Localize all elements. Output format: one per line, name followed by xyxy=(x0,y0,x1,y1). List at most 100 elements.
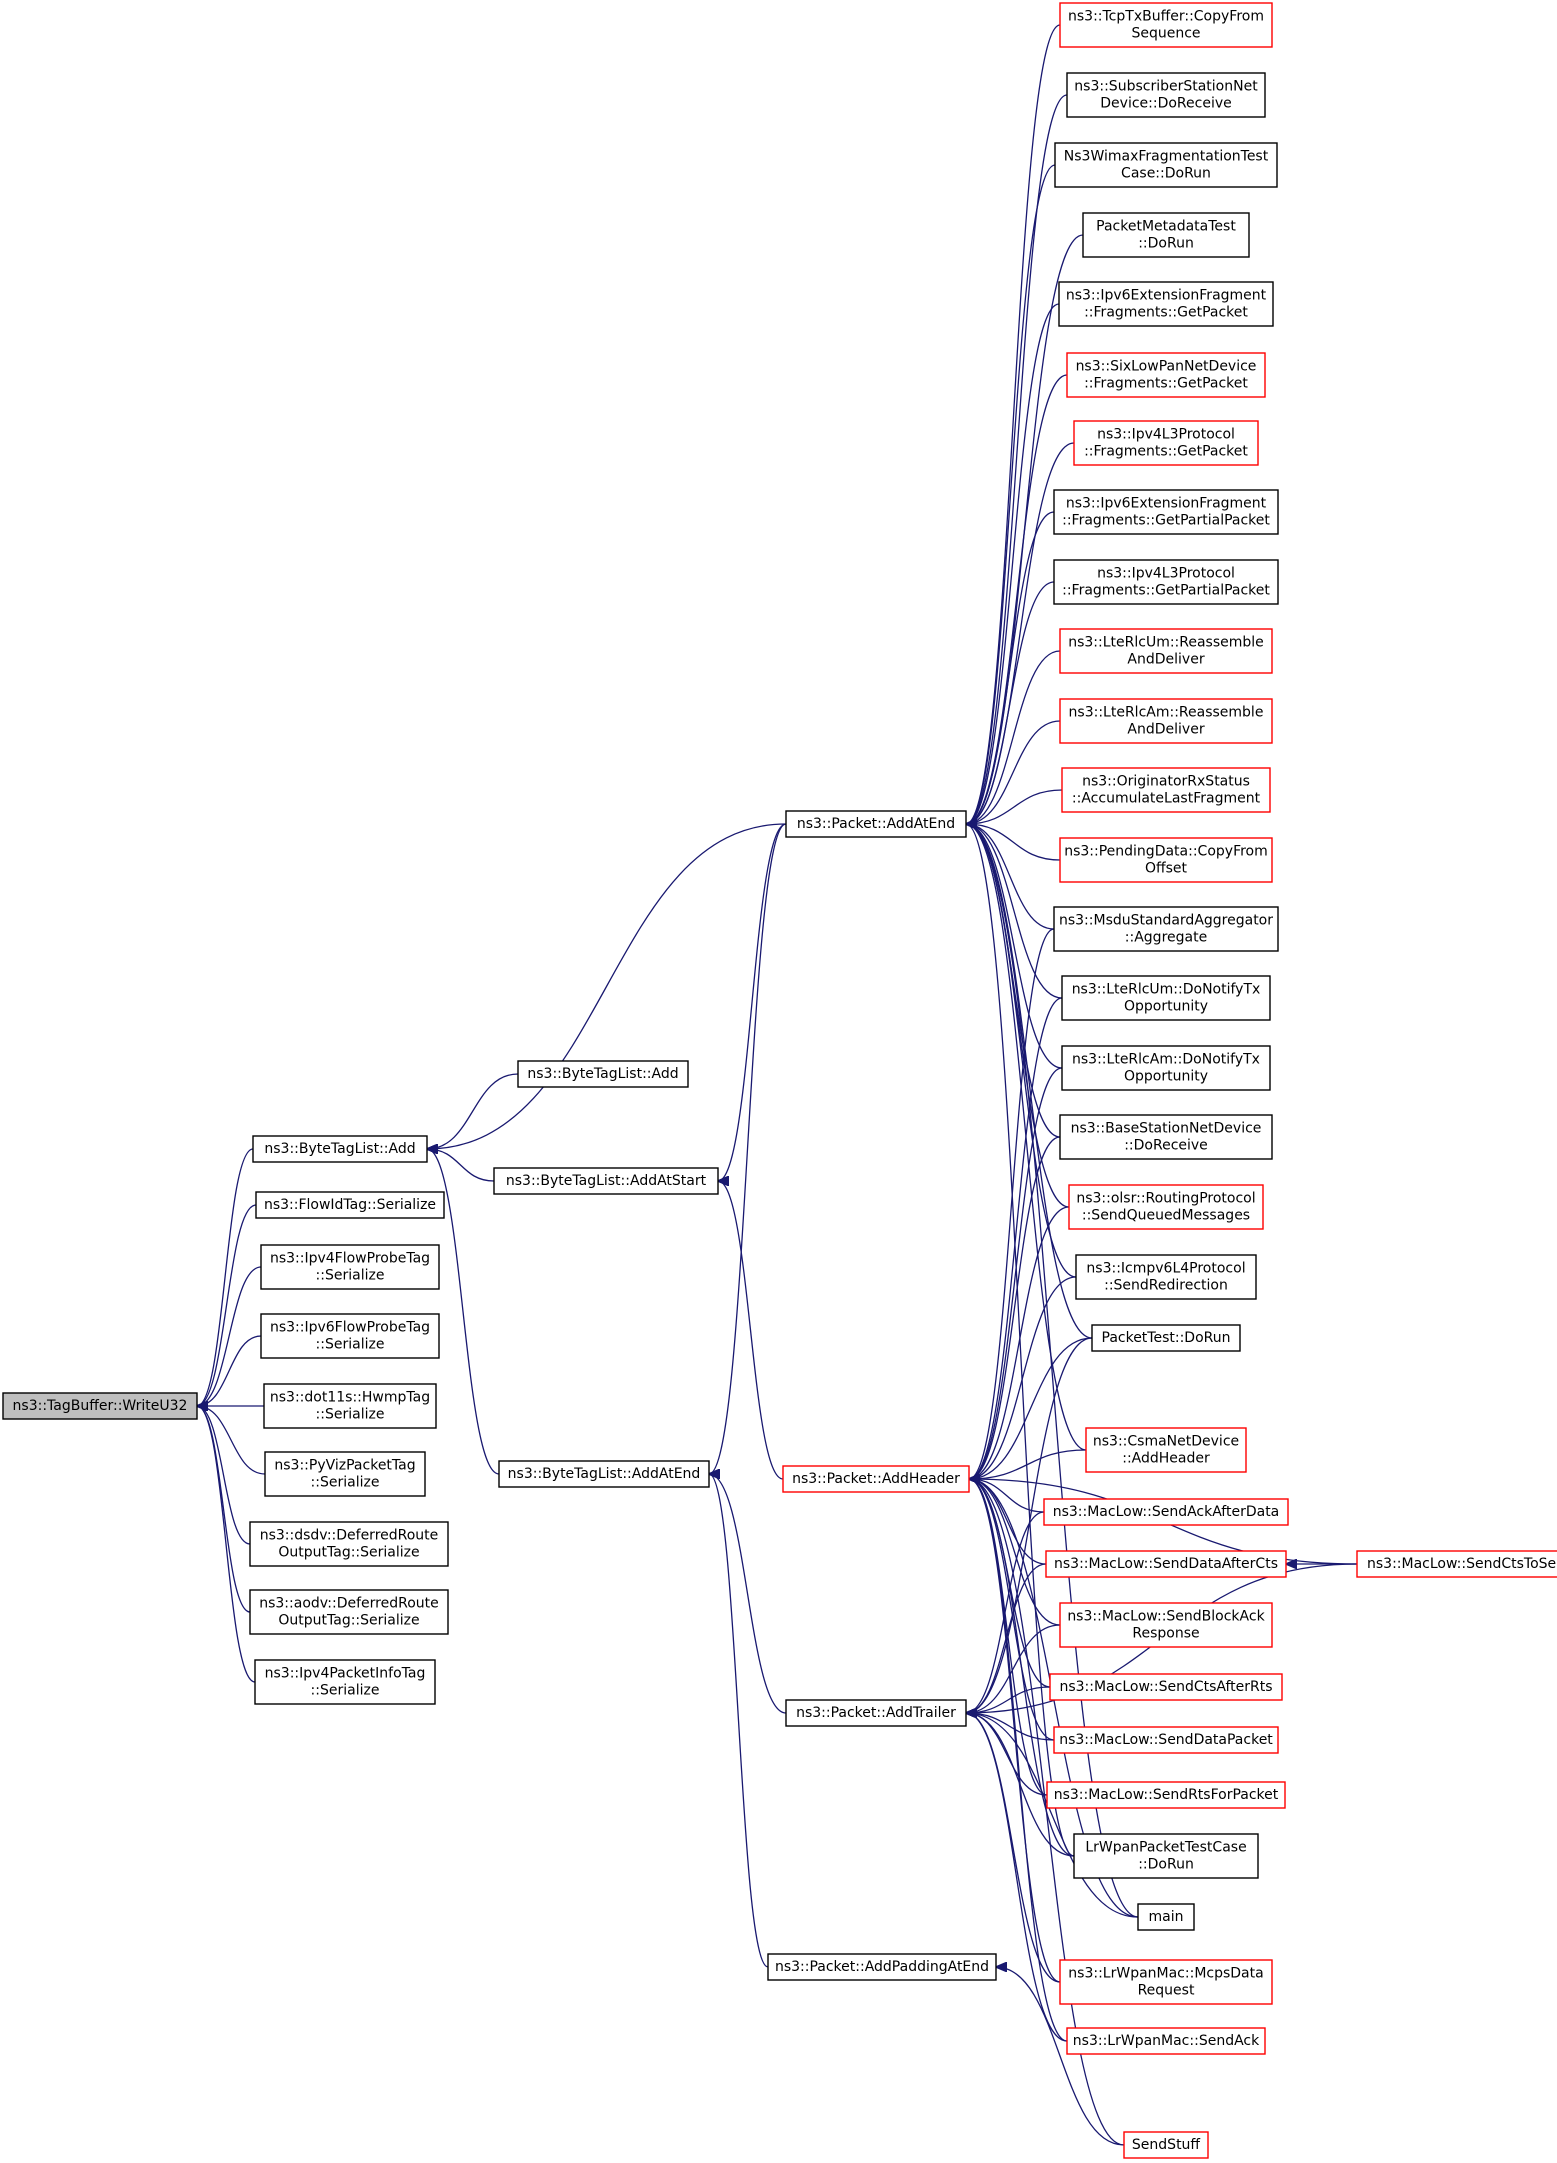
node-btl_add[interactable]: ns3::ByteTagList::Add xyxy=(252,1135,428,1163)
node-box[interactable] xyxy=(1066,352,1266,398)
node-box[interactable] xyxy=(1073,420,1259,466)
node-sendstuff[interactable]: SendStuff xyxy=(1123,2131,1209,2159)
node-rtsforpacket[interactable]: ns3::MacLow::SendRtsForPacket xyxy=(1046,1781,1286,1809)
node-subscriber[interactable]: ns3::SubscriberStationNetDevice::DoRecei… xyxy=(1066,72,1266,118)
node-ipv6ext_get[interactable]: ns3::Ipv6ExtensionFragment::Fragments::G… xyxy=(1058,281,1274,327)
node-box[interactable] xyxy=(1053,906,1279,952)
node-box[interactable] xyxy=(1045,1550,1287,1578)
node-pktmeta[interactable]: PacketMetadataTest::DoRun xyxy=(1082,212,1250,258)
node-box[interactable] xyxy=(1082,212,1250,258)
node-box[interactable] xyxy=(1059,628,1273,674)
node-ipv4l3_partial[interactable]: ns3::Ipv4L3Protocol::Fragments::GetParti… xyxy=(1053,559,1279,605)
node-box[interactable] xyxy=(1059,837,1273,883)
node-icmpv6[interactable]: ns3::Icmpv6L4Protocol::SendRedirection xyxy=(1075,1254,1257,1300)
node-box[interactable] xyxy=(264,1451,426,1497)
node-box[interactable] xyxy=(255,1191,445,1219)
node-box[interactable] xyxy=(1068,1184,1264,1230)
node-ipv4flow[interactable]: ns3::Ipv4FlowProbeTag::Serialize xyxy=(260,1244,440,1290)
node-csma[interactable]: ns3::CsmaNetDevice::AddHeader xyxy=(1085,1427,1247,1473)
node-dataaftercts[interactable]: ns3::MacLow::SendDataAfterCts xyxy=(1045,1550,1287,1578)
node-box[interactable] xyxy=(517,1060,689,1088)
node-box[interactable] xyxy=(1059,1114,1273,1160)
node-box[interactable] xyxy=(1137,1903,1195,1931)
node-ipv4l3_get[interactable]: ns3::Ipv4L3Protocol::Fragments::GetPacke… xyxy=(1073,420,1259,466)
node-sixlowpan[interactable]: ns3::SixLowPanNetDevice::Fragments::GetP… xyxy=(1066,352,1266,398)
node-writeu32[interactable]: ns3::TagBuffer::WriteU32 xyxy=(2,1392,198,1420)
node-box[interactable] xyxy=(263,1383,437,1429)
node-pkt_addatend[interactable]: ns3::Packet::AddAtEnd xyxy=(785,810,967,838)
node-box[interactable] xyxy=(493,1167,719,1195)
node-box[interactable] xyxy=(1059,1959,1273,2005)
node-box[interactable] xyxy=(1049,1673,1283,1701)
node-box[interactable] xyxy=(1046,1781,1286,1809)
node-datapacket[interactable]: ns3::MacLow::SendDataPacket xyxy=(1053,1726,1279,1754)
node-box[interactable] xyxy=(254,1659,436,1705)
node-lrwpan_ack[interactable]: ns3::LrWpanMac::SendAck xyxy=(1066,2027,1266,2055)
node-ackafterdata[interactable]: ns3::MacLow::SendAckAfterData xyxy=(1043,1498,1289,1526)
node-flowid[interactable]: ns3::FlowIdTag::Serialize xyxy=(255,1191,445,1219)
node-box[interactable] xyxy=(249,1589,449,1635)
node-pkt_addtrailer[interactable]: ns3::Packet::AddTrailer xyxy=(785,1699,967,1727)
node-box[interactable] xyxy=(252,1135,428,1163)
node-btl_addatend[interactable]: ns3::ByteTagList::AddAtEnd xyxy=(498,1460,710,1488)
node-box[interactable] xyxy=(1085,1427,1247,1473)
node-box[interactable] xyxy=(260,1244,440,1290)
node-pkt_addheader[interactable]: ns3::Packet::AddHeader xyxy=(782,1465,970,1493)
node-originator[interactable]: ns3::OriginatorRxStatus::AccumulateLastF… xyxy=(1061,767,1271,813)
node-box[interactable] xyxy=(785,1699,967,1727)
node-box[interactable] xyxy=(1073,1833,1259,1879)
node-box[interactable] xyxy=(785,810,967,838)
node-box[interactable] xyxy=(1075,1254,1257,1300)
node-box[interactable] xyxy=(1066,72,1266,118)
node-box[interactable] xyxy=(1053,489,1279,535)
node-lrwpantest[interactable]: LrWpanPacketTestCase::DoRun xyxy=(1073,1833,1259,1879)
node-box[interactable] xyxy=(1054,142,1278,188)
node-box[interactable] xyxy=(249,1521,449,1567)
node-box[interactable] xyxy=(1059,698,1273,744)
node-pkttest[interactable]: PacketTest::DoRun xyxy=(1091,1324,1241,1352)
node-ipv4pkt[interactable]: ns3::Ipv4PacketInfoTag::Serialize xyxy=(254,1659,436,1705)
node-ipv6flow[interactable]: ns3::Ipv6FlowProbeTag::Serialize xyxy=(260,1313,440,1359)
node-box[interactable] xyxy=(1061,975,1271,1021)
node-box[interactable] xyxy=(782,1465,970,1493)
node-box[interactable] xyxy=(1059,1602,1273,1648)
node-box[interactable] xyxy=(1043,1498,1289,1526)
node-aodv[interactable]: ns3::aodv::DeferredRouteOutputTag::Seria… xyxy=(249,1589,449,1635)
node-box[interactable] xyxy=(260,1313,440,1359)
node-box[interactable] xyxy=(1058,281,1274,327)
node-box[interactable] xyxy=(1356,1550,1557,1578)
node-dsdv[interactable]: ns3::dsdv::DeferredRouteOutputTag::Seria… xyxy=(249,1521,449,1567)
node-box[interactable] xyxy=(2,1392,198,1420)
node-box[interactable] xyxy=(1123,2131,1209,2159)
node-box[interactable] xyxy=(1061,767,1271,813)
node-btl_addatstart[interactable]: ns3::ByteTagList::AddAtStart xyxy=(493,1167,719,1195)
node-ctstoself[interactable]: ns3::MacLow::SendCtsToSelf xyxy=(1356,1550,1557,1578)
node-box[interactable] xyxy=(767,1953,997,1981)
node-olsr[interactable]: ns3::olsr::RoutingProtocol::SendQueuedMe… xyxy=(1068,1184,1264,1230)
node-box[interactable] xyxy=(1053,559,1279,605)
node-pyviz[interactable]: ns3::PyVizPacketTag::Serialize xyxy=(264,1451,426,1497)
node-pkt_addpadding[interactable]: ns3::Packet::AddPaddingAtEnd xyxy=(767,1953,997,1981)
node-hwmp[interactable]: ns3::dot11s::HwmpTag::Serialize xyxy=(263,1383,437,1429)
node-basestation[interactable]: ns3::BaseStationNetDevice::DoReceive xyxy=(1059,1114,1273,1160)
node-box[interactable] xyxy=(498,1460,710,1488)
node-box[interactable] xyxy=(1091,1324,1241,1352)
node-box[interactable] xyxy=(1059,2,1273,48)
node-ipv6ext_partial[interactable]: ns3::Ipv6ExtensionFragment::Fragments::G… xyxy=(1053,489,1279,535)
node-main[interactable]: main xyxy=(1137,1903,1195,1931)
node-box[interactable] xyxy=(1053,1726,1279,1754)
node-btl_add2[interactable]: ns3::ByteTagList::Add xyxy=(517,1060,689,1088)
node-box[interactable] xyxy=(1066,2027,1266,2055)
node-ctsafterrts[interactable]: ns3::MacLow::SendCtsAfterRts xyxy=(1049,1673,1283,1701)
node-box[interactable] xyxy=(1061,1045,1271,1091)
node-msdu[interactable]: ns3::MsduStandardAggregator::Aggregate xyxy=(1053,906,1279,952)
